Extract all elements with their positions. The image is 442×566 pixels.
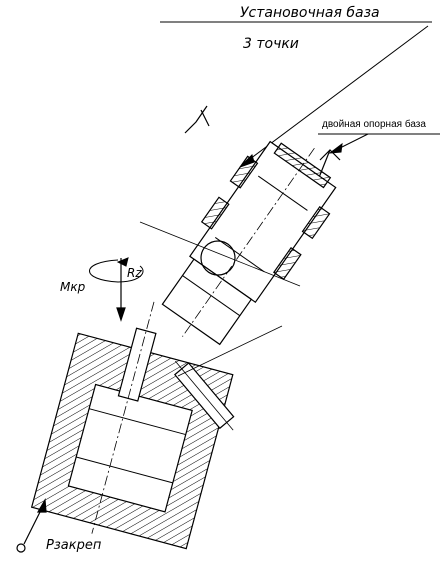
double-base-label: двойная опорная база xyxy=(322,119,426,130)
clamp-force-label: Рзакреп xyxy=(46,538,102,553)
clamp-pin xyxy=(173,360,235,431)
rz-label: Rz xyxy=(127,266,142,280)
clamp-body xyxy=(30,301,234,550)
workpiece-hole xyxy=(200,240,236,276)
installation-base-title: Установочная база xyxy=(240,5,380,21)
mkr-label: Мкр xyxy=(60,280,86,294)
double-base-leader xyxy=(318,133,440,154)
torque-arrow xyxy=(89,257,144,283)
rz-force-arrow xyxy=(116,258,126,322)
workpiece xyxy=(161,140,337,346)
clamp-force-arrow xyxy=(16,498,47,553)
installation-base-points: 3 точки xyxy=(243,36,299,52)
